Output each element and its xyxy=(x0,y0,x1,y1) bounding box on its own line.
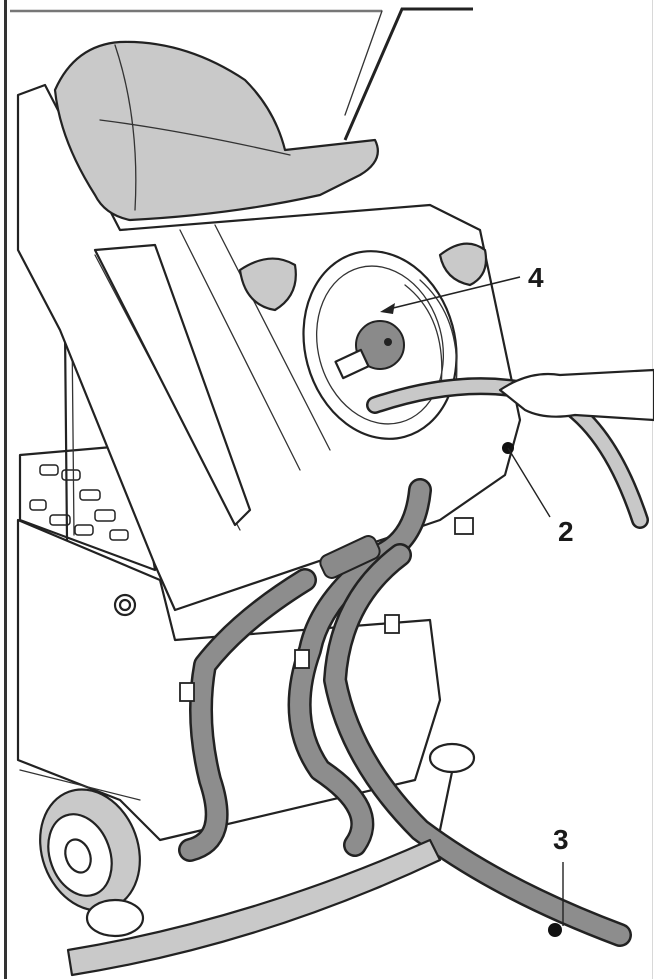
top-leader-lines xyxy=(10,7,473,141)
callout-label-3: 3 xyxy=(553,824,569,855)
wheel xyxy=(39,788,141,912)
operator-seat xyxy=(53,40,379,222)
machine-lower-body xyxy=(16,518,442,842)
fresh-water-tank xyxy=(16,83,522,612)
callout-leaders xyxy=(380,276,564,926)
callout-label-4: 4 xyxy=(528,262,544,293)
frame-border-right xyxy=(652,0,653,979)
squeegee xyxy=(66,742,476,977)
drain-hoses xyxy=(178,478,632,947)
filling-hose xyxy=(366,368,654,529)
callout-label-2: 2 xyxy=(558,516,574,547)
frame-border-left xyxy=(4,0,7,979)
